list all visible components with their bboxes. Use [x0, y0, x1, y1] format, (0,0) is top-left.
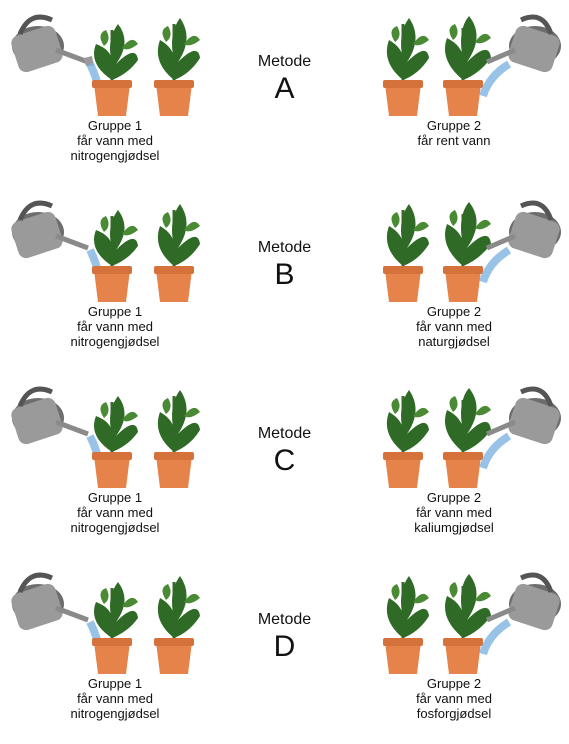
group-title: Gruppe 2 [339, 490, 569, 505]
group-treatment-line-1: får vann med [339, 319, 569, 334]
group-treatment-line-2: fosforgjødsel [339, 706, 569, 721]
tomato-plant-icon [443, 574, 491, 674]
method-label: Metode C [230, 424, 339, 478]
method-letter: C [230, 444, 339, 478]
group-treatment-line-1: får rent vann [339, 133, 569, 148]
tomato-plant-icon [383, 18, 429, 116]
group-title: Gruppe 1 [0, 118, 230, 133]
method-word: Metode [230, 238, 339, 258]
group-treatment-line-1: får vann med [0, 133, 230, 148]
group-1-illustration: Gruppe 1 får vann med nitrogengjødsel [0, 558, 230, 744]
tomato-plant-icon [383, 204, 429, 302]
group-treatment-line-2: nitrogengjødsel [0, 334, 230, 349]
method-label: Metode B [230, 238, 339, 292]
water-stream-icon [483, 622, 509, 654]
method-row-b: Gruppe 1 får vann med nitrogengjødsel Me… [0, 186, 569, 372]
plants-watering-icon [339, 0, 569, 120]
group-title: Gruppe 2 [339, 304, 569, 319]
method-word: Metode [230, 424, 339, 444]
watering-can-icon [487, 17, 562, 74]
water-stream-icon [483, 436, 509, 468]
method-word: Metode [230, 52, 339, 72]
group-2-caption: Gruppe 2 får vann med fosforgjødsel [339, 676, 569, 721]
method-letter: B [230, 258, 339, 292]
method-label: Metode D [230, 610, 339, 664]
water-stream-icon [483, 250, 509, 282]
tomato-plant-icon [383, 390, 429, 488]
plants-watering-icon [339, 558, 569, 678]
watering-can-icon [9, 17, 94, 74]
water-stream-icon [483, 64, 509, 96]
group-treatment-line-2: nitrogengjødsel [0, 148, 230, 163]
plants-watering-icon [0, 372, 230, 492]
group-1-caption: Gruppe 1 får vann med nitrogengjødsel [0, 676, 230, 721]
tomato-plant-icon [92, 24, 138, 116]
watering-can-icon [9, 389, 88, 446]
watering-can-icon [9, 575, 88, 632]
tomato-plant-icon [443, 16, 491, 116]
tomato-plant-icon [443, 202, 491, 302]
group-title: Gruppe 2 [339, 118, 569, 133]
method-word: Metode [230, 610, 339, 630]
tomato-plant-icon [154, 204, 200, 302]
group-1-caption: Gruppe 1 får vann med nitrogengjødsel [0, 118, 230, 163]
tomato-plant-icon [383, 576, 429, 674]
method-letter: D [230, 630, 339, 664]
group-title: Gruppe 1 [0, 490, 230, 505]
group-treatment-line-1: får vann med [0, 691, 230, 706]
group-2-caption: Gruppe 2 får vann med kaliumgjødsel [339, 490, 569, 535]
tomato-plant-icon [154, 576, 200, 674]
plants-watering-icon [339, 186, 569, 306]
method-letter: A [230, 72, 339, 106]
watering-can-icon [487, 203, 562, 260]
group-1-illustration: Gruppe 1 får vann med nitrogengjødsel [0, 186, 230, 372]
method-label: Metode A [230, 52, 339, 106]
group-2-illustration: Gruppe 2 får vann med naturgjødsel [339, 186, 569, 372]
tomato-plant-icon [154, 390, 200, 488]
tomato-plant-icon [92, 582, 138, 674]
plants-watering-icon [0, 558, 230, 678]
group-title: Gruppe 1 [0, 304, 230, 319]
group-2-caption: Gruppe 2 får rent vann [339, 118, 569, 148]
watering-can-icon [487, 575, 562, 632]
group-treatment-line-2: kaliumgjødsel [339, 520, 569, 535]
tomato-plant-icon [154, 18, 200, 116]
plants-watering-icon [0, 186, 230, 306]
tomato-plant-icon [92, 210, 138, 302]
watering-can-icon [487, 389, 562, 446]
tomato-plant-icon [92, 396, 138, 488]
group-2-illustration: Gruppe 2 får vann med fosforgjødsel [339, 558, 569, 744]
group-treatment-line-2: nitrogengjødsel [0, 520, 230, 535]
group-treatment-line-1: får vann med [339, 505, 569, 520]
group-2-illustration: Gruppe 2 får rent vann [339, 0, 569, 186]
tomato-plant-icon [443, 388, 491, 488]
group-treatment-line-1: får vann med [339, 691, 569, 706]
group-1-caption: Gruppe 1 får vann med nitrogengjødsel [0, 304, 230, 349]
group-treatment-line-2: naturgjødsel [339, 334, 569, 349]
group-1-illustration: Gruppe 1 får vann med nitrogengjødsel [0, 0, 230, 186]
method-row-c: Gruppe 1 får vann med nitrogengjødsel Me… [0, 372, 569, 558]
plants-watering-icon [339, 372, 569, 492]
method-row-d: Gruppe 1 får vann med nitrogengjødsel Me… [0, 558, 569, 744]
method-row-a: Gruppe 1 får vann med nitrogengjødsel Me… [0, 0, 569, 186]
group-treatment-line-1: får vann med [0, 505, 230, 520]
group-title: Gruppe 1 [0, 676, 230, 691]
group-1-illustration: Gruppe 1 får vann med nitrogengjødsel [0, 372, 230, 558]
group-1-caption: Gruppe 1 får vann med nitrogengjødsel [0, 490, 230, 535]
group-2-caption: Gruppe 2 får vann med naturgjødsel [339, 304, 569, 349]
group-treatment-line-2: nitrogengjødsel [0, 706, 230, 721]
group-title: Gruppe 2 [339, 676, 569, 691]
group-treatment-line-1: får vann med [0, 319, 230, 334]
group-2-illustration: Gruppe 2 får vann med kaliumgjødsel [339, 372, 569, 558]
watering-can-icon [9, 203, 88, 260]
plants-watering-icon [0, 0, 230, 120]
